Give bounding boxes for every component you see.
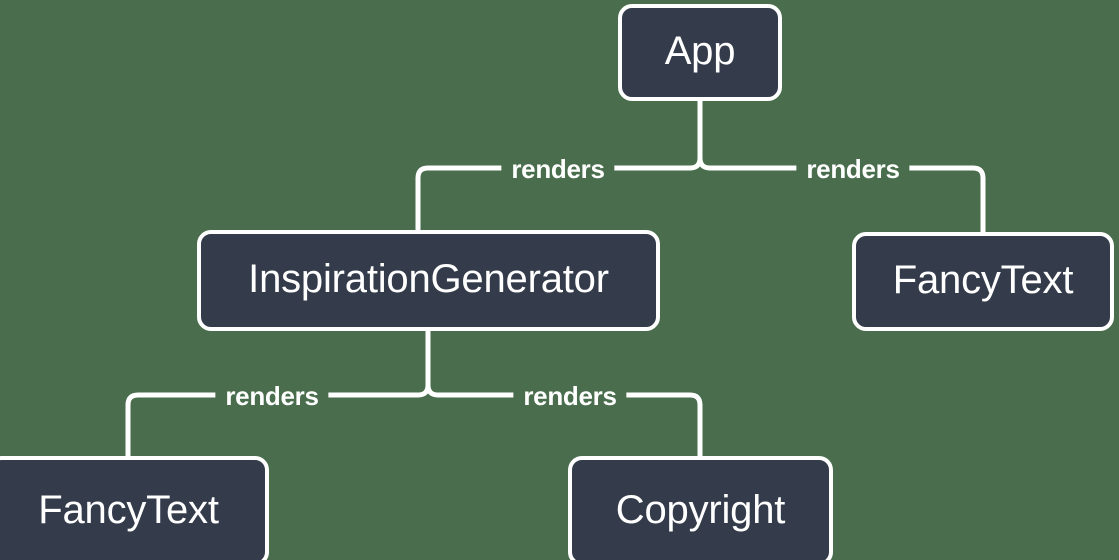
node-fancytext-right-label: FancyText	[892, 258, 1074, 302]
node-app-label: App	[664, 29, 736, 73]
node-copyright-label: Copyright	[615, 487, 786, 532]
edge-label-app-to-fancytext-right: renders	[796, 156, 910, 182]
node-fancytext-left[interactable]: FancyText	[0, 456, 269, 560]
node-app[interactable]: App	[618, 4, 782, 101]
edge-app-to-fancytext-right	[697, 157, 986, 232]
node-fancytext-right[interactable]: FancyText	[852, 232, 1114, 331]
node-inspirationgenerator-label: InspirationGenerator	[248, 257, 609, 301]
edge-label-inspirationgenerator-to-copyright: renders	[513, 383, 627, 409]
edge-inspirationgenerator-to-copyright	[425, 384, 703, 456]
node-inspirationgenerator[interactable]: InspirationGenerator	[197, 230, 660, 331]
node-fancytext-left-label: FancyText	[38, 487, 219, 532]
node-copyright[interactable]: Copyright	[568, 456, 833, 560]
edge-label-inspirationgenerator-to-fancytext-left: renders	[215, 383, 329, 409]
edge-label-app-to-inspirationgenerator: renders	[501, 156, 615, 182]
